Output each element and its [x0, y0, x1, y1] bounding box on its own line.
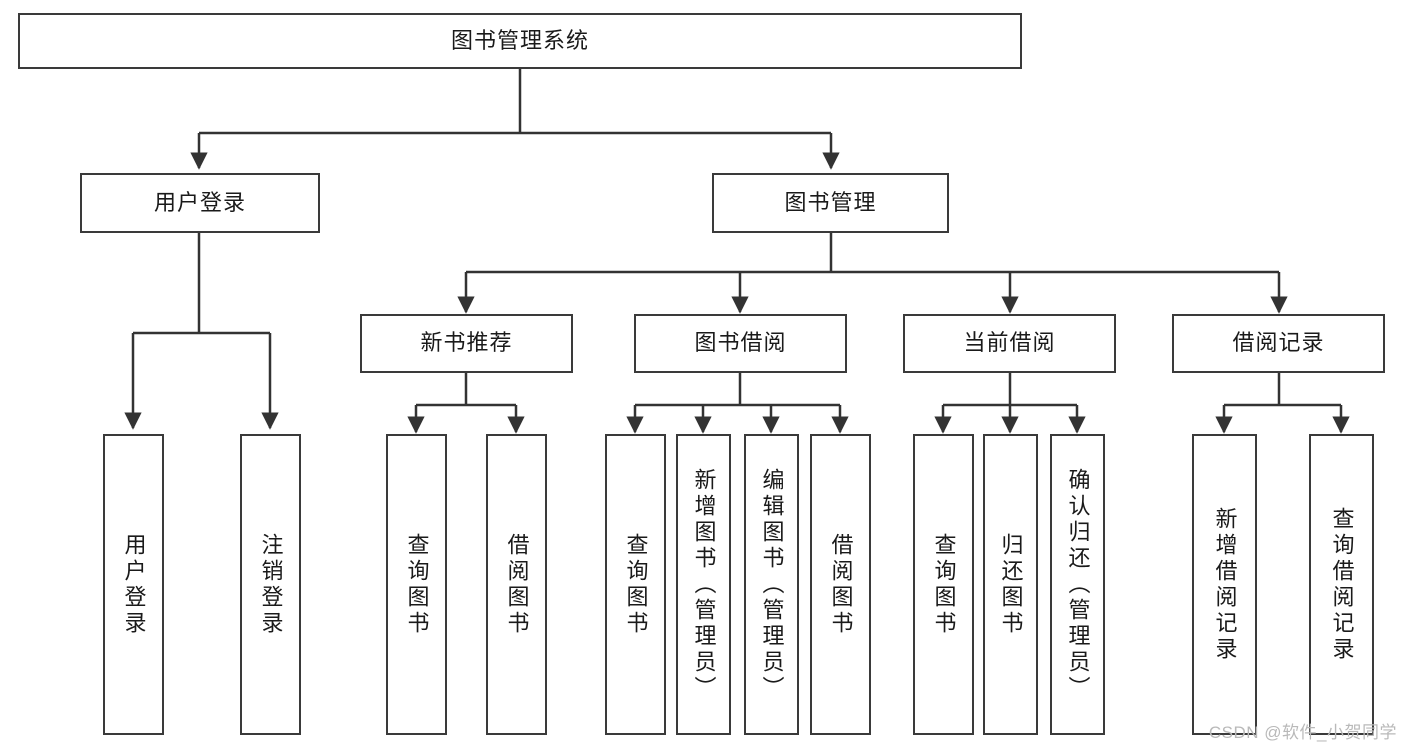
- node-leaf-record-query[interactable]: 查询借阅记录: [1309, 434, 1374, 735]
- node-leaf-borrow-add-book-admin[interactable]: 新增图书（管理员）: [676, 434, 731, 735]
- node-label: 借阅图书: [504, 532, 530, 637]
- node-label: 新书推荐: [420, 330, 513, 356]
- node-label: 注销登录: [258, 532, 284, 637]
- node-leaf-recommend-query-book[interactable]: 查询图书: [386, 434, 447, 735]
- node-leaf-recommend-borrow-book[interactable]: 借阅图书: [486, 434, 547, 735]
- node-label: 查询图书: [404, 532, 430, 637]
- node-leaf-record-add[interactable]: 新增借阅记录: [1192, 434, 1257, 735]
- node-label: 借阅记录: [1232, 330, 1325, 356]
- node-leaf-borrow-edit-book-admin[interactable]: 编辑图书（管理员）: [744, 434, 799, 735]
- node-label: 当前借阅: [963, 330, 1056, 356]
- node-label: 用户登录: [153, 189, 246, 215]
- node-book-borrow[interactable]: 图书借阅: [634, 314, 847, 373]
- node-label: 新增借阅记录: [1212, 506, 1238, 663]
- node-root-system[interactable]: 图书管理系统: [18, 13, 1022, 69]
- node-current-borrow[interactable]: 当前借阅: [903, 314, 1116, 373]
- node-leaf-user-logout[interactable]: 注销登录: [240, 434, 301, 735]
- node-label: 查询图书: [931, 532, 957, 637]
- node-leaf-current-query-book[interactable]: 查询图书: [913, 434, 974, 735]
- watermark-text: CSDN @软件_小贺同学: [1208, 723, 1397, 742]
- node-label: 借阅图书: [828, 532, 854, 637]
- node-book-management[interactable]: 图书管理: [712, 173, 949, 233]
- node-user-login[interactable]: 用户登录: [80, 173, 320, 233]
- node-leaf-borrow-query-book[interactable]: 查询图书: [605, 434, 666, 735]
- node-label: 图书借阅: [694, 330, 787, 356]
- node-label: 编辑图书（管理员）: [759, 467, 785, 702]
- node-label: 查询借阅记录: [1329, 506, 1355, 663]
- node-leaf-borrow-do-borrow[interactable]: 借阅图书: [810, 434, 871, 735]
- node-label: 新增图书（管理员）: [691, 467, 717, 702]
- node-leaf-current-return-book[interactable]: 归还图书: [983, 434, 1038, 735]
- node-label: 用户登录: [121, 532, 147, 637]
- node-new-book-recommend[interactable]: 新书推荐: [360, 314, 573, 373]
- node-label: 图书管理: [784, 189, 877, 215]
- node-label: 确认归还（管理员）: [1065, 467, 1091, 702]
- node-label: 图书管理系统: [450, 27, 589, 53]
- node-label: 查询图书: [623, 532, 649, 637]
- node-borrow-record[interactable]: 借阅记录: [1172, 314, 1385, 373]
- node-leaf-current-confirm-return-admin[interactable]: 确认归还（管理员）: [1050, 434, 1105, 735]
- node-label: 归还图书: [998, 532, 1024, 637]
- node-leaf-user-login[interactable]: 用户登录: [103, 434, 164, 735]
